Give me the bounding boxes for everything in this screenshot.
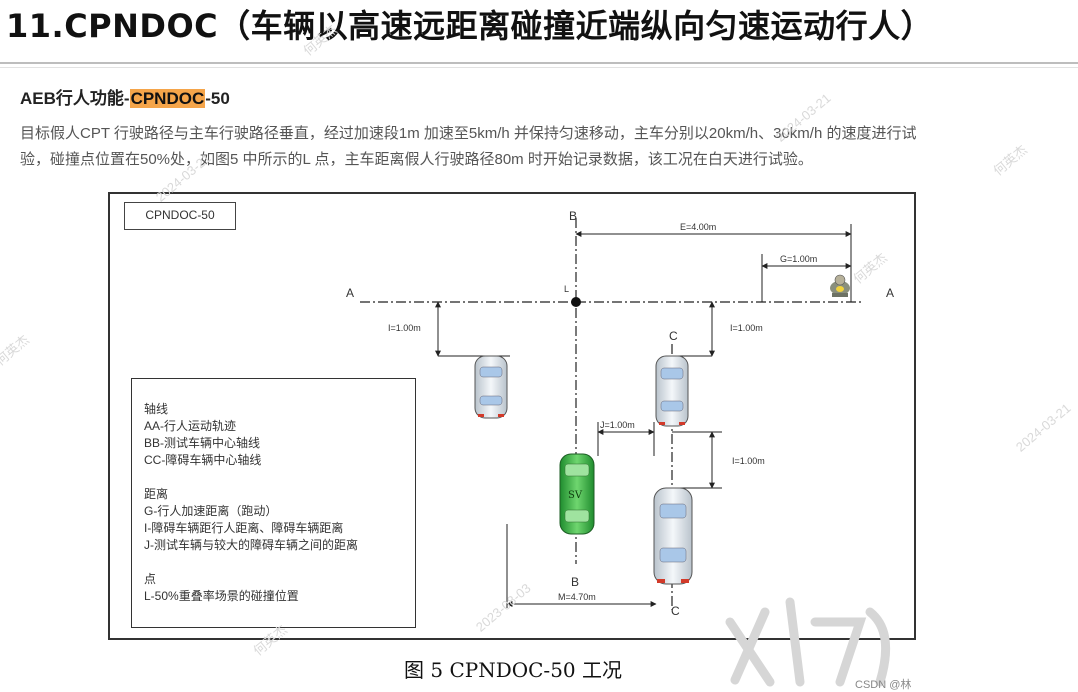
axis-label-a-left: A xyxy=(346,286,354,300)
dimension-j: J=1.00m xyxy=(600,420,635,430)
paragraph-line: 目标假人CPT 行驶路径与主车行驶路径垂直，经过加速段1m 加速至5km/h 并… xyxy=(20,125,917,142)
scenario-figure: A A B B C C L E=4.00m G=1.00m I=1.00m I=… xyxy=(108,192,916,640)
figure-caption: 图 5 CPNDOC-50 工况 xyxy=(404,658,622,682)
axis-label-c-bottom: C xyxy=(671,604,680,618)
page-heading: 11.CPNDOC（车辆以高速远距离碰撞近端纵向匀速运动行人） xyxy=(6,7,934,45)
watermark-text: 何英杰 xyxy=(0,331,32,369)
legend-item: AA-行人运动轨迹 xyxy=(144,419,237,433)
legend-item: I-障碍车辆距行人距离、障碍车辆距离 xyxy=(144,521,344,535)
legend-item: L-50%重叠率场景的碰撞位置 xyxy=(144,589,299,603)
legend-item: BB-测试车辆中心轴线 xyxy=(144,436,261,450)
watermark-text: 2024-03-21 xyxy=(1012,400,1074,455)
axis-label-c-top: C xyxy=(669,329,678,343)
obstacle-vehicle-left xyxy=(474,355,508,419)
source-attribution: CSDN @林 xyxy=(855,679,912,691)
axis-label-b-bottom: B xyxy=(571,575,579,589)
legend-distances-title: 距离 xyxy=(144,487,169,501)
dimension-i-right: I=1.00m xyxy=(730,323,763,333)
collision-point-l xyxy=(571,297,581,307)
dimension-m: M=4.70m xyxy=(558,592,596,602)
figure-scenario-title: CPNDOC-50 xyxy=(124,202,236,230)
legend-item: CC-障碍车辆中心轴线 xyxy=(144,453,262,467)
axis-label-a-right: A xyxy=(886,286,894,300)
subtitle-suffix: -50 xyxy=(205,89,230,108)
test-vehicle-label: SV xyxy=(568,490,583,501)
heading-divider-thin xyxy=(0,67,1078,68)
obstacle-vehicle-right-small xyxy=(655,355,689,427)
subtitle-prefix: AEB行人功能- xyxy=(20,89,130,108)
legend-item: G-行人加速距离（跑动） xyxy=(144,504,278,518)
dimension-i-middle: I=1.00m xyxy=(732,456,765,466)
figure-legend: 轴线 AA-行人运动轨迹 BB-测试车辆中心轴线 CC-障碍车辆中心轴线 距离 … xyxy=(131,378,416,628)
pedestrian-dummy-icon xyxy=(830,274,850,297)
point-label-l: L xyxy=(564,284,569,294)
description-paragraph: 目标假人CPT 行驶路径与主车行驶路径垂直，经过加速段1m 加速至5km/h 并… xyxy=(20,121,1070,173)
dimension-e: E=4.00m xyxy=(680,222,716,232)
large-watermark-glyph xyxy=(725,597,891,687)
axis-label-b-top: B xyxy=(569,209,577,223)
obstacle-vehicle-right-large xyxy=(653,487,693,585)
dimension-g: G=1.00m xyxy=(780,254,817,264)
legend-axes-title: 轴线 xyxy=(144,402,169,416)
section-subtitle: AEB行人功能-CPNDOC-50 xyxy=(20,88,230,110)
test-vehicle-sv: SV xyxy=(559,453,595,535)
heading-divider xyxy=(0,62,1078,64)
scenario-diagram: A A B B C C L E=4.00m G=1.00m I=1.00m I=… xyxy=(346,209,894,618)
legend-item: J-测试车辆与较大的障碍车辆之间的距离 xyxy=(144,538,358,552)
legend-points-title: 点 xyxy=(144,572,157,586)
paragraph-line: 验，碰撞点位置在50%处，如图5 中所示的L 点，主车距离假人行驶路径80m 时… xyxy=(20,151,813,168)
dimension-i-left: I=1.00m xyxy=(388,323,421,333)
subtitle-highlight: CPNDOC xyxy=(129,89,206,108)
